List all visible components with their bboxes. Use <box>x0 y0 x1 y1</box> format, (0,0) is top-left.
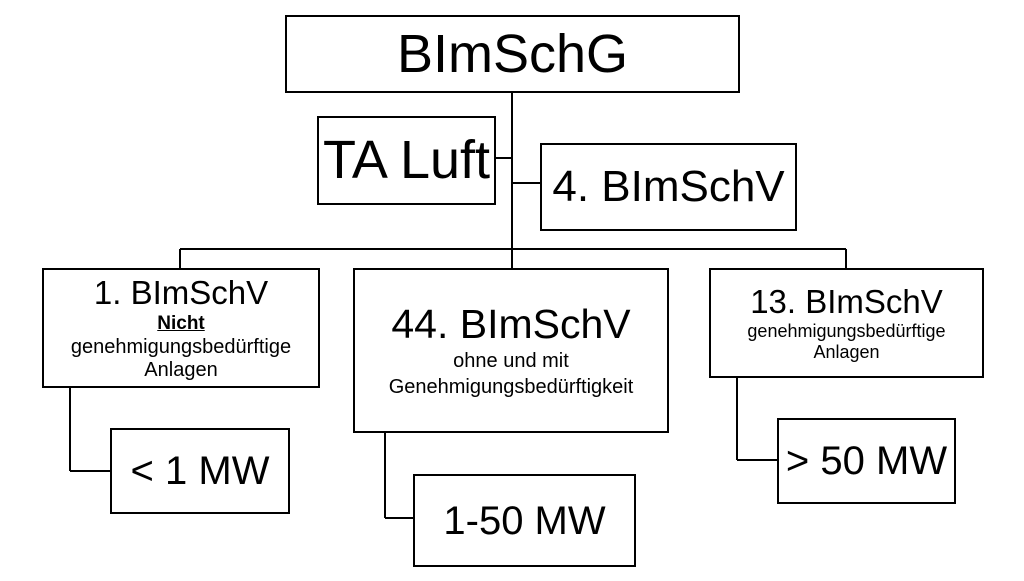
node-range-1-50mw: 1-50 MW <box>413 474 636 567</box>
node-range-gt-50mw: > 50 MW <box>777 418 956 504</box>
node-range-lt-1mw-label: < 1 MW <box>130 449 270 493</box>
node-bimschg-label: BImSchG <box>396 23 629 84</box>
node-bimschg: BImSchG <box>285 15 740 93</box>
node-44-bimschv-subtitle-1: ohne und mit <box>453 350 569 373</box>
node-13-bimschv-title: 13. BImSchV <box>750 283 943 321</box>
node-1-bimschv-title: 1. BImSchV <box>93 273 269 311</box>
node-1-bimschv-emphasis: Nicht <box>157 312 205 334</box>
node-4-bimschv: 4. BImSchV <box>540 143 797 231</box>
node-range-gt-50mw-label: > 50 MW <box>785 439 948 483</box>
node-1-bimschv: 1. BImSchV Nicht genehmigungsbedürftige … <box>42 268 320 388</box>
node-ta-luft: TA Luft <box>317 116 496 205</box>
node-4-bimschv-label: 4. BImSchV <box>552 161 785 211</box>
node-44-bimschv-title: 44. BImSchV <box>391 300 631 347</box>
node-1-bimschv-subtitle: genehmigungsbedürftige Anlagen <box>70 336 292 382</box>
node-13-bimschv: 13. BImSchV genehmigungsbedürftige Anlag… <box>709 268 984 378</box>
node-44-bimschv-subtitle-2: Genehmigungsbedürftigkeit <box>388 376 634 399</box>
node-ta-luft-label: TA Luft <box>322 130 491 191</box>
node-13-bimschv-subtitle-1: genehmigungsbedürftige <box>747 321 946 342</box>
node-13-bimschv-subtitle-2: Anlagen <box>813 341 880 362</box>
node-44-bimschv: 44. BImSchV ohne und mit Genehmigungsbed… <box>353 268 669 433</box>
node-range-lt-1mw: < 1 MW <box>110 428 290 514</box>
node-range-1-50mw-label: 1-50 MW <box>443 498 606 543</box>
